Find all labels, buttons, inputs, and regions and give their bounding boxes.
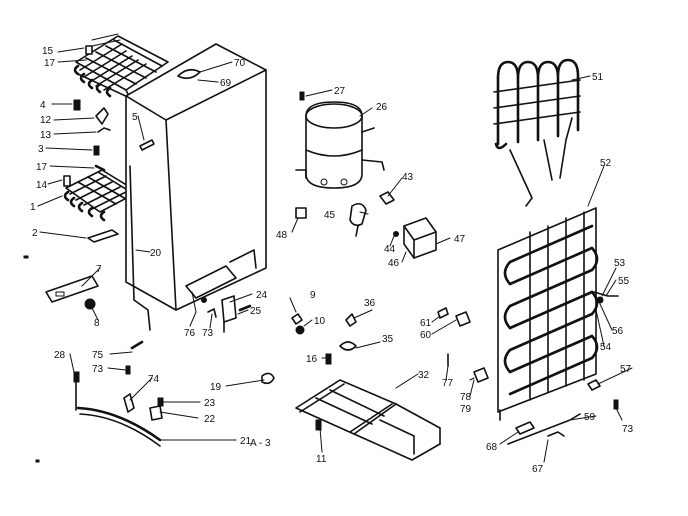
callout-20: 20	[150, 248, 162, 259]
callout-27: 27	[334, 86, 346, 97]
compressor	[295, 91, 385, 189]
bottom-left-parts	[23, 255, 275, 463]
drier-parts	[507, 379, 619, 445]
callout-55: 55	[618, 276, 630, 287]
callout-61: 61	[420, 318, 432, 329]
callout-52: 52	[600, 158, 612, 169]
callout-22: 22	[204, 414, 216, 425]
callout-25: 25	[250, 306, 262, 317]
callout-73: 73	[202, 328, 214, 339]
callout-53: 53	[614, 258, 626, 269]
callout-67: 67	[532, 464, 544, 475]
callout-44: 44	[384, 244, 396, 255]
fan-bracket	[295, 379, 441, 461]
compressor-electricals	[295, 191, 437, 259]
callout-13: 13	[40, 130, 52, 141]
callout-79: 79	[460, 404, 472, 415]
callout-75: 75	[92, 350, 104, 361]
callout-15: 15	[42, 46, 54, 57]
callout-47: 47	[454, 234, 466, 245]
upper-condenser-coil	[493, 58, 581, 207]
callout-11: 11	[316, 454, 327, 465]
callout-59: 59	[584, 412, 596, 423]
callout-57: 57	[620, 364, 632, 375]
callout-69: 69	[220, 78, 232, 89]
callout-19: 19	[210, 382, 222, 393]
callout-32: 32	[418, 370, 430, 381]
callout-74: 74	[148, 374, 160, 385]
callout-68: 68	[486, 442, 498, 453]
callout-56: 56	[612, 326, 624, 337]
callout-1: 1	[30, 202, 36, 213]
callout-21: 21	[240, 436, 252, 447]
callout-46: 46	[388, 258, 400, 269]
callout-36: 36	[364, 298, 376, 309]
middle-small-parts	[291, 307, 489, 383]
callout-51: 51	[592, 72, 604, 83]
callout-26: 26	[376, 102, 388, 113]
drain-parts	[191, 291, 252, 333]
callout-17: 17	[44, 58, 56, 69]
callout-70: 70	[234, 58, 246, 69]
callout-54: 54	[600, 342, 612, 353]
callout-12: 12	[40, 115, 52, 126]
callout-8: 8	[94, 318, 100, 329]
callout-labels: 15 17 4 12 13 3 17 14 1 2 7 8 5 70 69 20…	[30, 46, 634, 475]
callout-60: 60	[420, 330, 432, 341]
callout-2: 2	[32, 228, 38, 239]
callout-10: 10	[314, 316, 326, 327]
callout-4: 4	[40, 100, 46, 111]
callout-28: 28	[54, 350, 66, 361]
callout-48: 48	[276, 230, 288, 241]
callout-76: 76	[184, 328, 196, 339]
callout-35: 35	[382, 334, 394, 345]
callout-7: 7	[96, 264, 102, 275]
callout-43: 43	[402, 172, 414, 183]
callout-45: 45	[324, 210, 336, 221]
callout-17-lower: 17	[36, 162, 48, 173]
callout-23: 23	[204, 398, 216, 409]
callout-77: 77	[442, 378, 454, 389]
callout-3: 3	[38, 144, 44, 155]
callout-9: 9	[310, 290, 316, 301]
callout-14: 14	[36, 180, 48, 191]
leader-lines	[37, 47, 633, 463]
page-code: A - 3	[250, 438, 271, 449]
cabinet	[125, 43, 267, 331]
callout-73-right: 73	[622, 424, 634, 435]
callout-16: 16	[306, 354, 318, 365]
callout-5: 5	[132, 112, 138, 123]
callout-24: 24	[256, 290, 268, 301]
callout-78: 78	[460, 392, 472, 403]
callout-73-bottom: 73	[92, 364, 104, 375]
lower-condenser-coil	[497, 207, 619, 421]
